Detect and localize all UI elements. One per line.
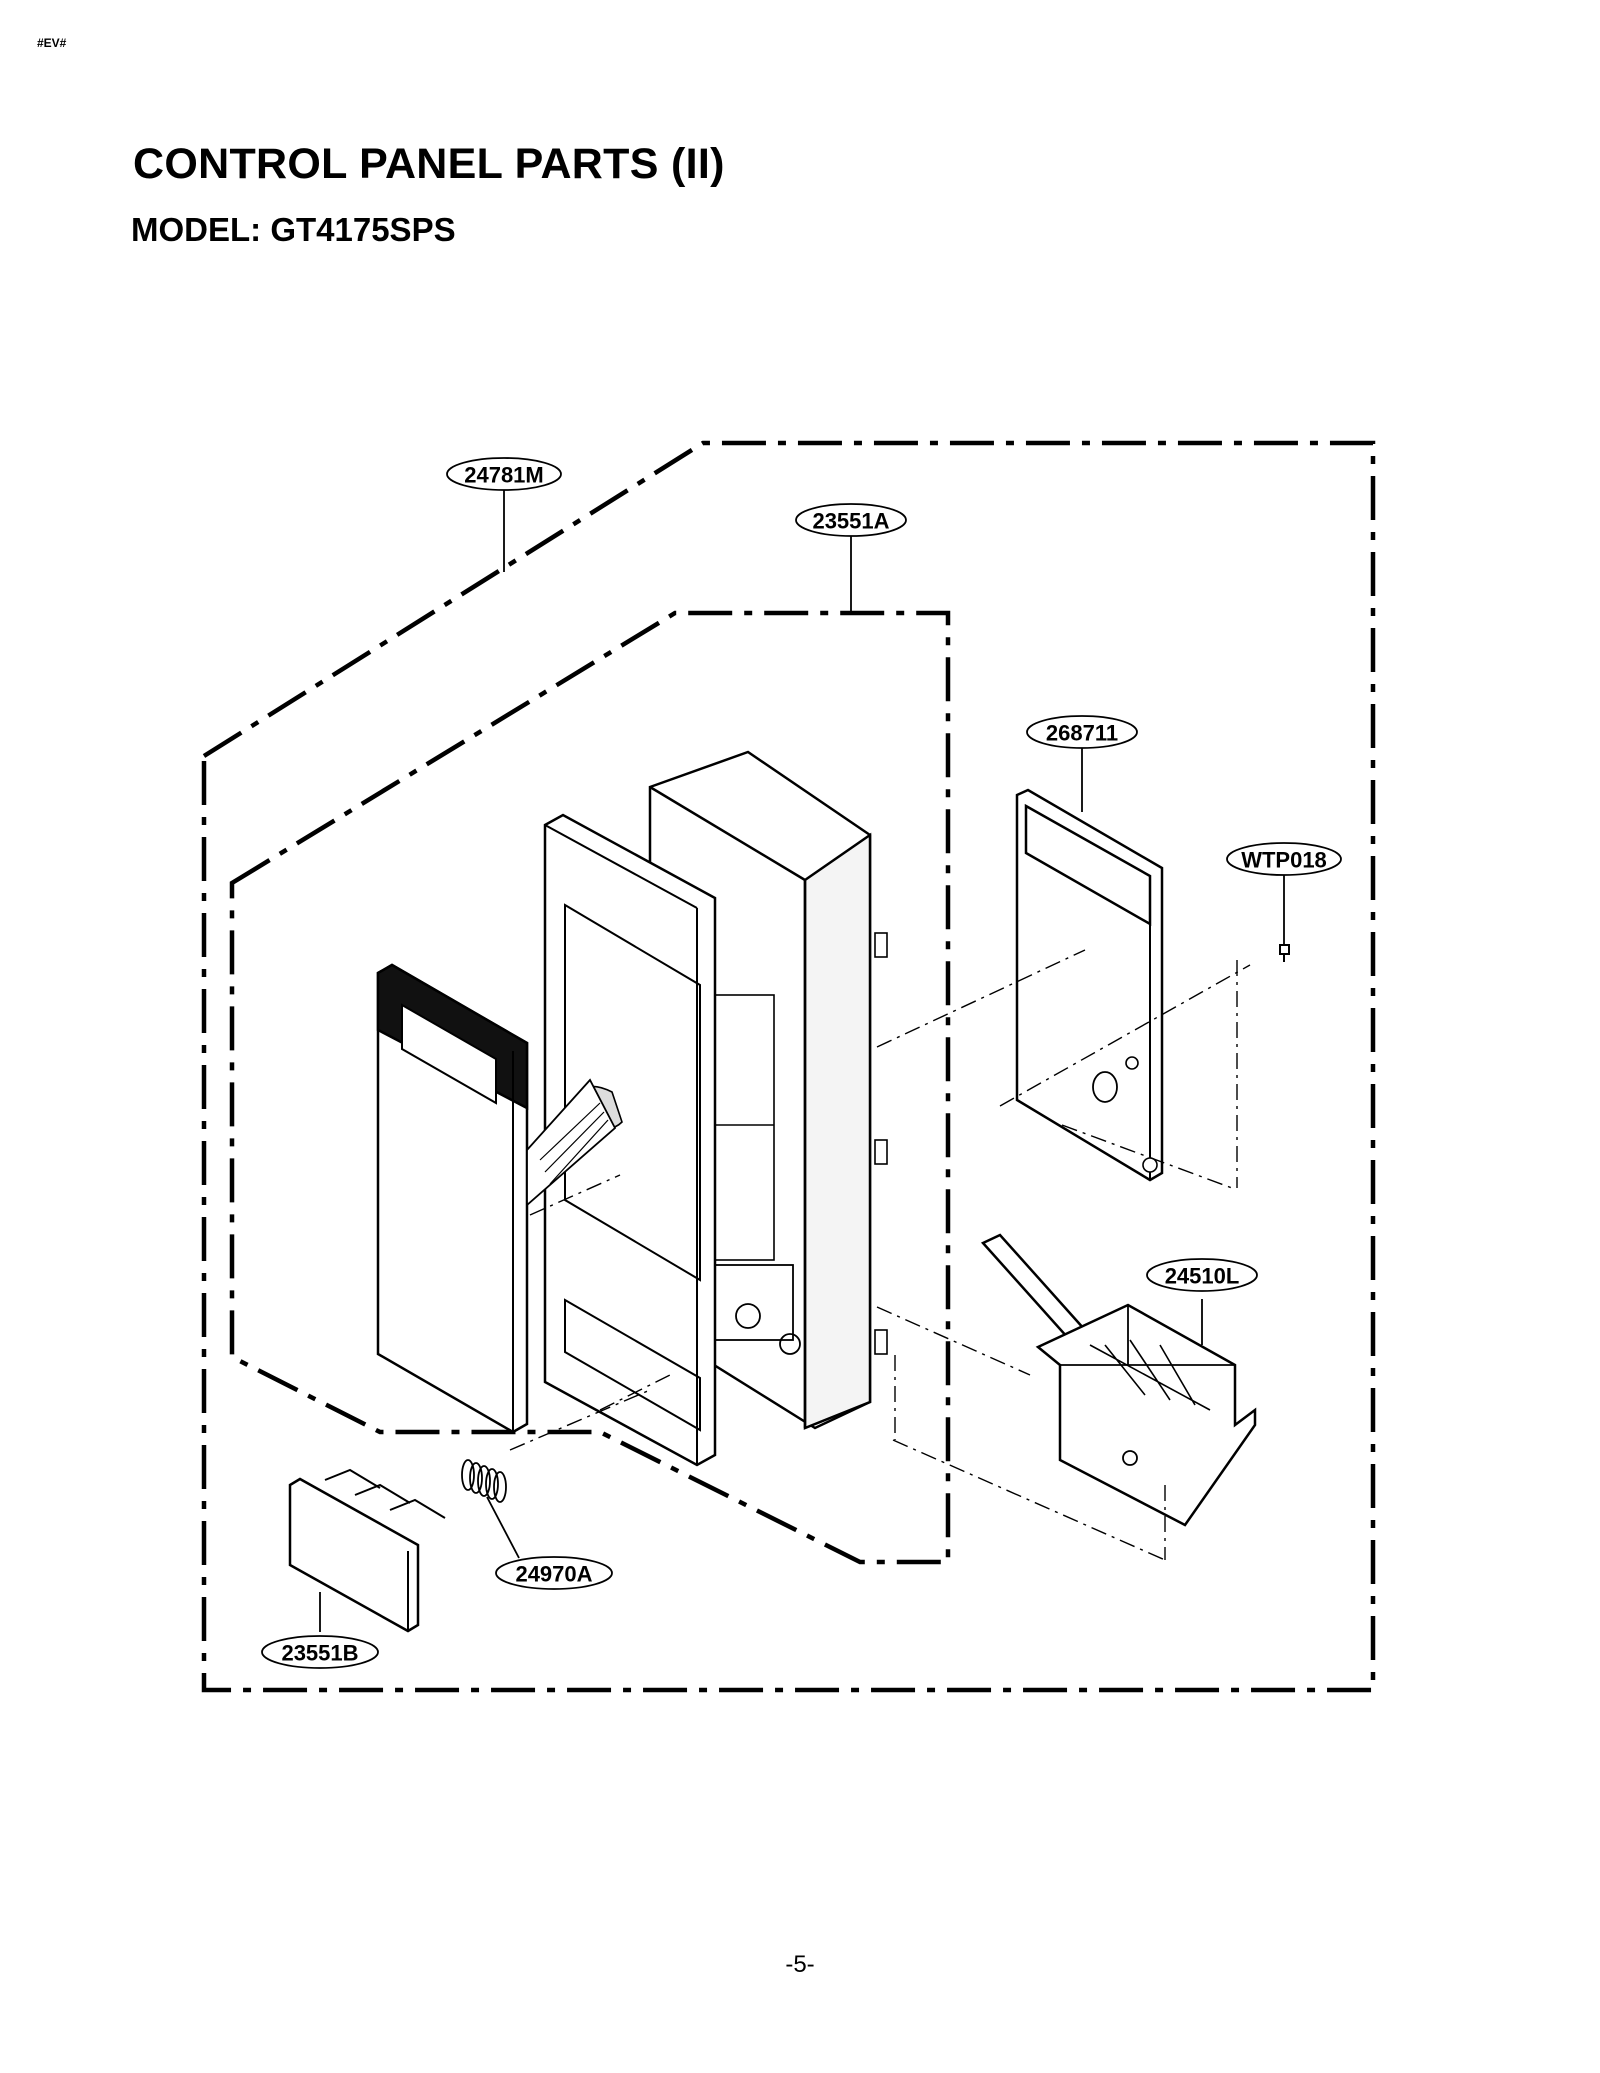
part-label-23551A: 23551A xyxy=(812,509,889,534)
part-label-24781M: 24781M xyxy=(464,463,544,488)
spring-icon xyxy=(461,1459,507,1503)
part-label-268711: 268711 xyxy=(1046,721,1118,746)
part-label-24510L: 24510L xyxy=(1165,1264,1240,1289)
page-number: -5- xyxy=(785,1951,815,1978)
inner-assembly-boundary xyxy=(229,610,951,1565)
part-labels: 24781M 23551A 268711 WTP018 24510L 24970… xyxy=(281,463,1326,1666)
page-title: CONTROL PANEL PARTS (II) xyxy=(133,140,725,188)
callout-23551A xyxy=(795,503,907,537)
part-callouts xyxy=(261,457,1342,1669)
door-button xyxy=(288,1468,446,1633)
model-number: MODEL: GT4175SPS xyxy=(131,211,456,248)
control-frame xyxy=(543,813,717,1467)
screw-icon xyxy=(1279,944,1290,962)
pcb-board xyxy=(1015,788,1164,1182)
callout-268711 xyxy=(1026,715,1138,749)
callout-24510L xyxy=(1146,1258,1258,1292)
membrane-keypad xyxy=(376,963,617,1434)
part-label-WTP018: WTP018 xyxy=(1241,848,1327,873)
part-label-24970A: 24970A xyxy=(515,1562,592,1587)
callout-23551B xyxy=(261,1635,379,1669)
callout-WTP018 xyxy=(1226,842,1342,876)
document-tag: #EV# xyxy=(37,36,67,50)
part-label-23551B: 23551B xyxy=(281,1641,358,1666)
lever-assembly xyxy=(980,1233,1257,1527)
outer-assembly-boundary xyxy=(201,440,1376,1693)
assembly-guide-lines xyxy=(509,949,1251,1561)
leader-lines xyxy=(319,489,1285,1632)
callout-24781M xyxy=(446,457,562,491)
callout-24970A xyxy=(495,1556,613,1590)
